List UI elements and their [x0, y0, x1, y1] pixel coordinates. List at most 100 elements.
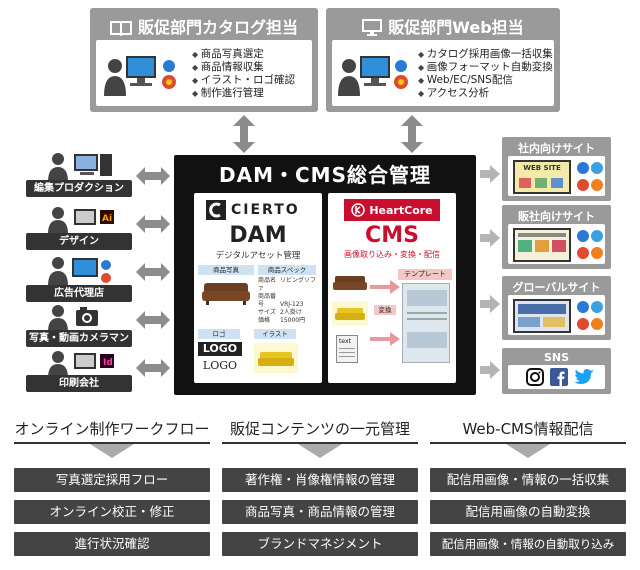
svg-text:Ai: Ai: [102, 214, 112, 224]
task-item: 画像フォーマット自動変換: [418, 61, 553, 74]
dealer-site-content: [508, 224, 605, 264]
workflow-column-title: オンライン制作ワークフロー: [14, 420, 210, 438]
delivery-divider: [430, 442, 626, 444]
cierto-logo: CIERTO: [206, 199, 300, 221]
double-arrow-left-2: [136, 215, 170, 233]
svg-text:Id: Id: [103, 358, 113, 368]
logo-sample-bold: LOGO: [198, 342, 242, 356]
logo-sample-serif: LOGO: [202, 359, 238, 372]
double-arrow-left-4: [136, 311, 170, 329]
internal-site-box: 社内向けサイト WEB SITE: [502, 137, 611, 201]
spec-tag: 商品スペック: [258, 265, 316, 275]
photo-tag: 商品写真: [198, 265, 254, 275]
task-item: 商品情報収集: [192, 61, 295, 74]
web-dept-title: 販促部門Web担当: [326, 14, 560, 38]
workflow-item: 進行状況確認: [14, 532, 210, 556]
web-dept-box: 販促部門Web担当 カタログ採用画像一括収集 画像フォーマット自動変換 Web/…: [326, 8, 560, 112]
delivery-item: 配信用画像・情報の一括収集: [430, 468, 626, 492]
browser-icons: [577, 230, 603, 259]
book-icon: [109, 21, 132, 36]
double-arrow-vertical-left: [233, 115, 255, 153]
illust-tag: イラスト: [254, 329, 296, 339]
dam-cms-panel: DAM・CMS総合管理 CIERTO DAM デジタルアセット管理 商品写真 商…: [174, 155, 476, 395]
person-at-pc-icon: [104, 56, 156, 96]
dam-cms-title: DAM・CMS総合管理: [219, 163, 431, 187]
sns-box: SNS: [502, 348, 611, 394]
sofa-illustration: [254, 343, 298, 373]
actor-label: デザイン: [26, 233, 132, 250]
cms-label: CMS: [365, 223, 419, 248]
content-column-title: 販促コンテンツの一元管理: [229, 420, 410, 438]
task-item: Web/EC/SNS配信: [418, 74, 553, 87]
dealer-site-screen: [513, 228, 571, 262]
arrow-right-1: [480, 165, 500, 183]
text-file-icon: text: [336, 335, 358, 363]
facebook-icon: [550, 368, 568, 386]
internal-site-content: WEB SITE: [508, 156, 605, 196]
delivery-item: 配信用画像・情報の自動取り込み: [430, 532, 626, 556]
browser-icons: [577, 162, 603, 191]
arrow-right-2: [480, 229, 500, 247]
double-arrow-vertical-right: [401, 115, 423, 153]
site-title: グローバルサイト: [512, 281, 601, 294]
arrow-right-3: [480, 295, 500, 313]
printing-actor-icon: Id: [48, 351, 114, 378]
logo-tag: ロゴ: [198, 329, 240, 339]
sofa-thumb: [333, 276, 367, 290]
dam-label: DAM: [229, 223, 287, 248]
dealer-site-box: 販社向けサイト: [502, 205, 611, 269]
catalog-dept-title: 販促部門カタログ担当: [90, 14, 318, 38]
web-site-screen: WEB SITE: [513, 160, 571, 194]
sns-content: [508, 365, 605, 389]
convert-arrows: [370, 280, 400, 346]
content-divider: [222, 442, 418, 444]
catalog-dept-box: 販促部門カタログ担当 商品写真選定 商品情報収集 イラスト・ロゴ確認 制作進行管…: [90, 8, 318, 112]
delivery-item: 配信用画像の自動変換: [430, 500, 626, 524]
task-item: イラスト・ロゴ確認: [192, 74, 295, 87]
editorial-actor-icon: [48, 153, 112, 182]
catalog-task-list: 商品写真選定 商品情報収集 イラスト・ロゴ確認 制作進行管理: [192, 48, 295, 100]
spec-row: 商品名リビングソファ: [258, 277, 317, 292]
actor-label: 印刷会社: [26, 375, 132, 392]
dam-panel: CIERTO DAM デジタルアセット管理 商品写真 商品スペック 商品名リビン…: [194, 193, 322, 383]
global-site-content: [508, 295, 605, 335]
actor-label: 広告代理店: [26, 285, 132, 302]
template-tag: テンプレート: [398, 269, 452, 280]
content-item: 商品写真・商品情報の管理: [222, 500, 418, 524]
windows-edge-chrome-icon: [162, 60, 176, 89]
double-arrow-left-1: [136, 167, 170, 185]
person-at-pc-icon: [338, 56, 390, 96]
double-arrow-left-5: [136, 359, 170, 377]
actor-label: 編集プロダクション: [26, 180, 132, 197]
workflow-item: オンライン校正・修正: [14, 500, 210, 524]
agency-actor-icon: [48, 257, 111, 286]
instagram-icon: [526, 368, 544, 386]
workflow-divider: [14, 442, 210, 444]
windows-edge-chrome-icon: [394, 60, 408, 89]
cms-panel: HeartCore CMS 画像取り込み・変換・配信 text 変換 テンプレー…: [328, 193, 456, 383]
convert-tag: 変換: [374, 305, 396, 315]
task-item: 制作進行管理: [192, 87, 295, 100]
sofa-photo: [202, 283, 250, 305]
task-item: アクセス分析: [418, 87, 553, 100]
site-title: 販社向けサイト: [518, 210, 595, 223]
twitter-icon: [574, 369, 594, 384]
content-down-triangle: [298, 444, 342, 458]
double-arrow-left-3: [136, 263, 170, 281]
content-item: 著作権・肖像権情報の管理: [222, 468, 418, 492]
task-item: カタログ採用画像一括収集: [418, 48, 553, 61]
dam-subtitle: デジタルアセット管理: [215, 251, 301, 261]
design-actor-icon: Ai: [48, 207, 114, 234]
catalog-dept-content: 商品写真選定 商品情報収集 イラスト・ロゴ確認 制作進行管理: [96, 40, 312, 106]
task-item: 商品写真選定: [192, 48, 295, 61]
global-site-screen: [513, 299, 571, 333]
global-site-box: グローバルサイト: [502, 276, 611, 340]
content-item: ブランドマネジメント: [222, 532, 418, 556]
site-title: 社内向けサイト: [518, 142, 595, 155]
web-task-list: カタログ採用画像一括収集 画像フォーマット自動変換 Web/EC/SNS配信 ア…: [418, 48, 553, 100]
cms-subtitle: 画像取り込み・変換・配信: [344, 250, 440, 259]
heartcore-logo: HeartCore: [344, 199, 440, 221]
